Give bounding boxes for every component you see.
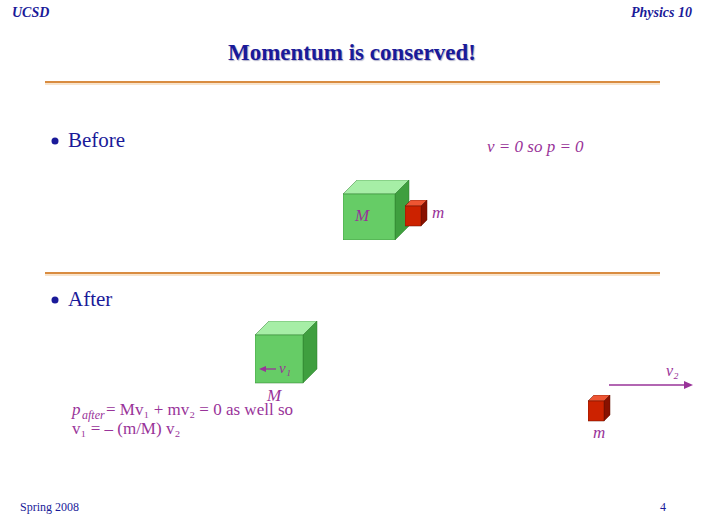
- mass-label: M: [355, 207, 369, 226]
- velocity-label: v₂: [666, 362, 679, 380]
- header-text: Physics 10: [631, 5, 692, 20]
- mass-label: m: [432, 204, 444, 223]
- cube-front-face: [343, 194, 395, 240]
- cube-front-face: [255, 335, 303, 383]
- cube-side-face: [604, 395, 610, 421]
- slide-title: Momentum is conserved!: [228, 40, 476, 65]
- cube-side-face: [303, 321, 317, 383]
- bullet-dot: [52, 138, 59, 145]
- bullet-dot: [52, 297, 59, 304]
- equation-text: p: [72, 401, 81, 420]
- footer-text: Spring 2008: [20, 501, 79, 514]
- rule-line: [45, 272, 660, 274]
- cube-side-face: [421, 200, 427, 226]
- mass-label: m: [593, 424, 605, 443]
- arrow-head: [259, 366, 266, 372]
- shape-outline: [343, 180, 411, 240]
- rule-line: [45, 81, 660, 83]
- cube-front-face: [405, 206, 421, 226]
- small-mass-block: m: [405, 200, 445, 230]
- velocity-label: v₁: [279, 360, 291, 377]
- page-number: 4: [660, 501, 666, 514]
- small-mass-block: m: [588, 395, 614, 443]
- header-text: UCSD: [12, 5, 49, 20]
- rule-line: [45, 275, 660, 276]
- equation-text: = Mv₁ + mv₂ = 0 as well so: [106, 401, 293, 420]
- velocity-arrow: [609, 384, 686, 386]
- cube-front-face: [588, 401, 604, 421]
- rule-line: [45, 84, 660, 85]
- equation-text: v = 0 so p = 0: [487, 138, 584, 157]
- arrow-head: [684, 381, 693, 389]
- equation-text: v₁ = – (m/M) v₂: [72, 420, 180, 439]
- bullet-heading: After: [68, 288, 112, 311]
- velocity-arrow: [265, 368, 276, 369]
- bullet-heading: Before: [68, 129, 125, 152]
- large-mass-cube: M: [343, 180, 411, 240]
